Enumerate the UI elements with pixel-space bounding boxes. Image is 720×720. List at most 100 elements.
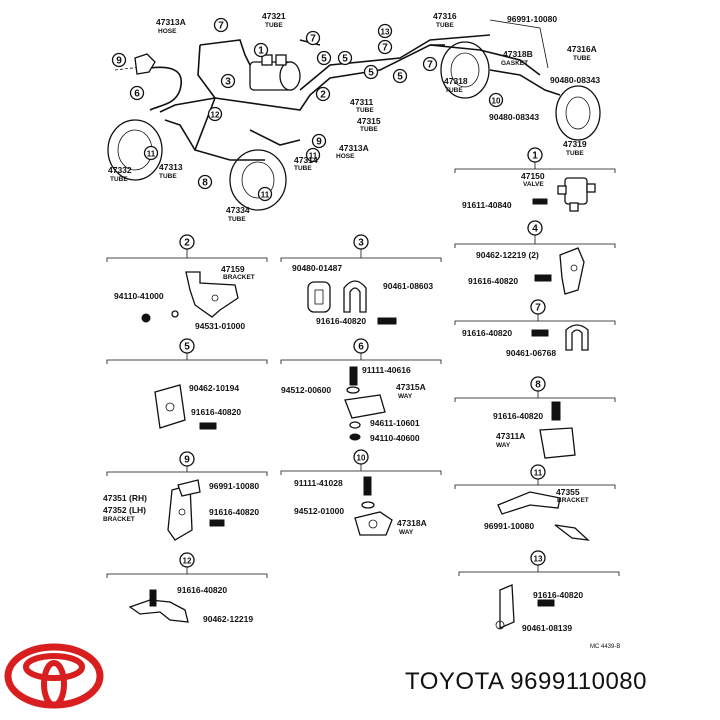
svg-text:47351 (RH): 47351 (RH) <box>103 493 147 503</box>
svg-text:TUBE: TUBE <box>294 165 312 172</box>
section-rule <box>454 320 616 325</box>
svg-text:91616-40820: 91616-40820 <box>493 411 543 421</box>
svg-text:3: 3 <box>225 77 231 88</box>
svg-text:8: 8 <box>202 178 208 189</box>
section-2-bracket: 47159 BRACKET 94110-41000 94531-01000 <box>114 264 255 331</box>
svg-text:91611-40840: 91611-40840 <box>462 200 512 210</box>
section-number-circle <box>530 464 546 480</box>
section-number: 8 <box>535 380 541 391</box>
section-header-4: 4 <box>454 220 616 248</box>
section-rule <box>280 470 442 475</box>
svg-text:TUBE: TUBE <box>110 176 128 183</box>
section-rule <box>280 359 442 364</box>
section-number: 3 <box>358 238 364 249</box>
svg-text:47319: 47319 <box>563 139 587 149</box>
section-rule <box>106 573 268 578</box>
svg-text:47318: 47318 <box>444 76 468 86</box>
svg-text:1: 1 <box>258 46 264 57</box>
section-number-circle <box>179 451 195 467</box>
section-number-circle <box>353 338 369 354</box>
svg-text:TUBE: TUBE <box>228 216 246 223</box>
svg-text:5: 5 <box>321 54 327 65</box>
svg-text:12: 12 <box>211 111 220 120</box>
section-4-clamp: 90462-12219 (2) 91616-40820 <box>468 247 585 295</box>
svg-text:91616-40820: 91616-40820 <box>316 316 366 326</box>
svg-text:90461-06768: 90461-06768 <box>506 348 556 358</box>
section-10-way: 91111-41028 94512-01000 47318A WAY <box>294 476 427 536</box>
section-number: 7 <box>535 303 541 314</box>
drawing-code: MC 4439-B <box>590 644 620 650</box>
section-header-7: 7 <box>454 299 616 325</box>
svg-text:47313A: 47313A <box>339 143 369 153</box>
svg-text:5: 5 <box>342 54 348 65</box>
section-header-3: 3 <box>280 234 442 262</box>
svg-text:90480-08343: 90480-08343 <box>550 75 600 85</box>
svg-text:7: 7 <box>310 34 316 45</box>
svg-text:91616-40820: 91616-40820 <box>177 585 227 595</box>
front-drum-right <box>555 85 601 141</box>
svg-text:94512-01000: 94512-01000 <box>294 506 344 516</box>
section-number: 5 <box>184 342 190 353</box>
section-header-11: 11 <box>454 464 616 489</box>
svg-text:TUBE: TUBE <box>436 22 454 29</box>
section-rule <box>106 471 268 476</box>
svg-text:90461-08603: 90461-08603 <box>383 281 433 291</box>
section-header-1: 1 <box>454 147 616 173</box>
section-number: 1 <box>532 151 538 162</box>
svg-text:BRACKET: BRACKET <box>557 497 589 504</box>
section-header-2: 2 <box>106 234 268 262</box>
svg-text:2: 2 <box>320 90 326 101</box>
svg-text:47352 (LH): 47352 (LH) <box>103 505 146 515</box>
section-header-9: 9 <box>106 451 268 476</box>
svg-text:HOSE: HOSE <box>158 28 177 35</box>
section-number: 9 <box>184 455 190 466</box>
svg-text:90462-12219 (2): 90462-12219 (2) <box>476 250 539 260</box>
section-number-circle <box>530 299 546 315</box>
svg-text:TUBE: TUBE <box>159 173 177 180</box>
section-header-13: 13 <box>458 550 620 576</box>
section-number-circle <box>530 376 546 392</box>
section-number-circle <box>179 552 195 568</box>
svg-text:94611-10601: 94611-10601 <box>370 418 420 428</box>
overview-callout-circles: 7 1 7 5 5 13 7 7 9 6 3 2 12 10 11 9 11 8… <box>111 17 504 202</box>
section-header-5: 5 <box>106 338 268 364</box>
svg-text:96991-10080: 96991-10080 <box>484 521 534 531</box>
svg-text:WAY: WAY <box>398 393 413 400</box>
section-5-clamp: 90462-10194 91616-40820 <box>154 383 241 430</box>
section-number-circle <box>527 147 543 163</box>
section-header-12: 12 <box>106 552 268 578</box>
section-13-clamp: 91616-40820 90461-08139 <box>495 584 583 633</box>
svg-text:7: 7 <box>382 43 388 54</box>
svg-text:94110-40600: 94110-40600 <box>370 433 420 443</box>
section-rule <box>454 484 616 489</box>
section-9-bracket: 96991-10080 47351 (RH) 47352 (LH) BRACKE… <box>103 479 259 541</box>
section-rule <box>280 257 442 262</box>
svg-text:90462-12219: 90462-12219 <box>203 614 253 624</box>
svg-text:TUBE: TUBE <box>573 55 591 62</box>
svg-text:WAY: WAY <box>496 442 511 449</box>
section-number: 11 <box>534 469 543 478</box>
section-1-valve: 47150 VALVE 91611-40840 <box>462 171 596 212</box>
section-3-clamp: 90480-01487 90461-08603 91616-40820 <box>292 263 433 326</box>
svg-text:11: 11 <box>261 191 270 200</box>
svg-text:6: 6 <box>134 89 140 100</box>
section-number-circle <box>353 449 369 465</box>
svg-text:47334: 47334 <box>226 205 250 215</box>
svg-text:7: 7 <box>427 60 433 71</box>
overview-drawing: 7 1 7 5 5 13 7 7 9 6 3 2 12 10 11 9 11 8… <box>107 11 601 223</box>
svg-text:47355: 47355 <box>556 487 580 497</box>
svg-text:47150: 47150 <box>521 171 545 181</box>
section-12-clamp: 91616-40820 90462-12219 <box>128 585 253 624</box>
svg-text:13: 13 <box>381 28 390 37</box>
overview-callout-labels: 47313A HOSE 47321 TUBE 47316 TUBE 96991-… <box>108 11 600 223</box>
section-11-bracket: 47355 BRACKET 96991-10080 <box>484 487 590 541</box>
section-number-circle <box>179 234 195 250</box>
svg-text:90461-08139: 90461-08139 <box>522 623 572 633</box>
svg-text:11: 11 <box>309 152 318 161</box>
svg-text:90480-08343: 90480-08343 <box>489 112 539 122</box>
svg-text:WAY: WAY <box>399 529 414 536</box>
svg-text:47318B: 47318B <box>503 49 533 59</box>
svg-text:47332: 47332 <box>108 165 132 175</box>
svg-text:47159: 47159 <box>221 264 245 274</box>
